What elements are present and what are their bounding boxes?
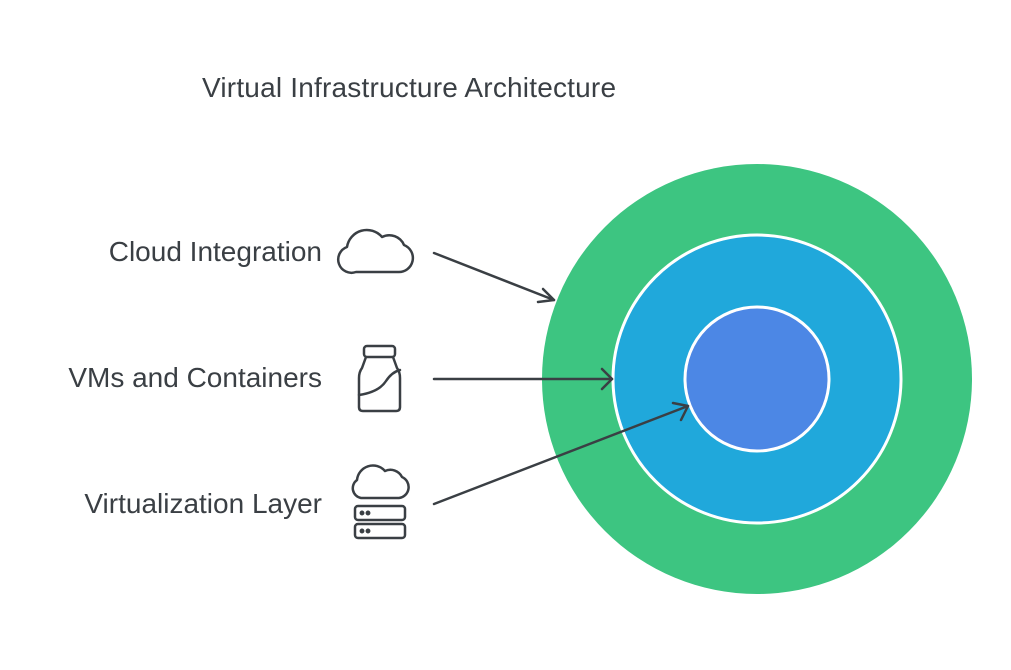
label-cloud-integration: Cloud Integration xyxy=(108,236,322,267)
diagram-title: Virtual Infrastructure Architecture xyxy=(202,72,617,103)
label-virtualization-layer: Virtualization Layer xyxy=(84,488,322,519)
arrow-vms-and-containers xyxy=(432,367,614,391)
jar-icon xyxy=(357,344,402,413)
cloud-server-icon xyxy=(351,464,410,540)
arrow-cloud-integration xyxy=(432,251,556,304)
cloud-icon xyxy=(337,228,415,274)
arrow-virtualization-layer xyxy=(432,401,690,506)
label-vms-and-containers: VMs and Containers xyxy=(68,362,322,393)
inner-core-virtualization-layer xyxy=(683,305,831,453)
